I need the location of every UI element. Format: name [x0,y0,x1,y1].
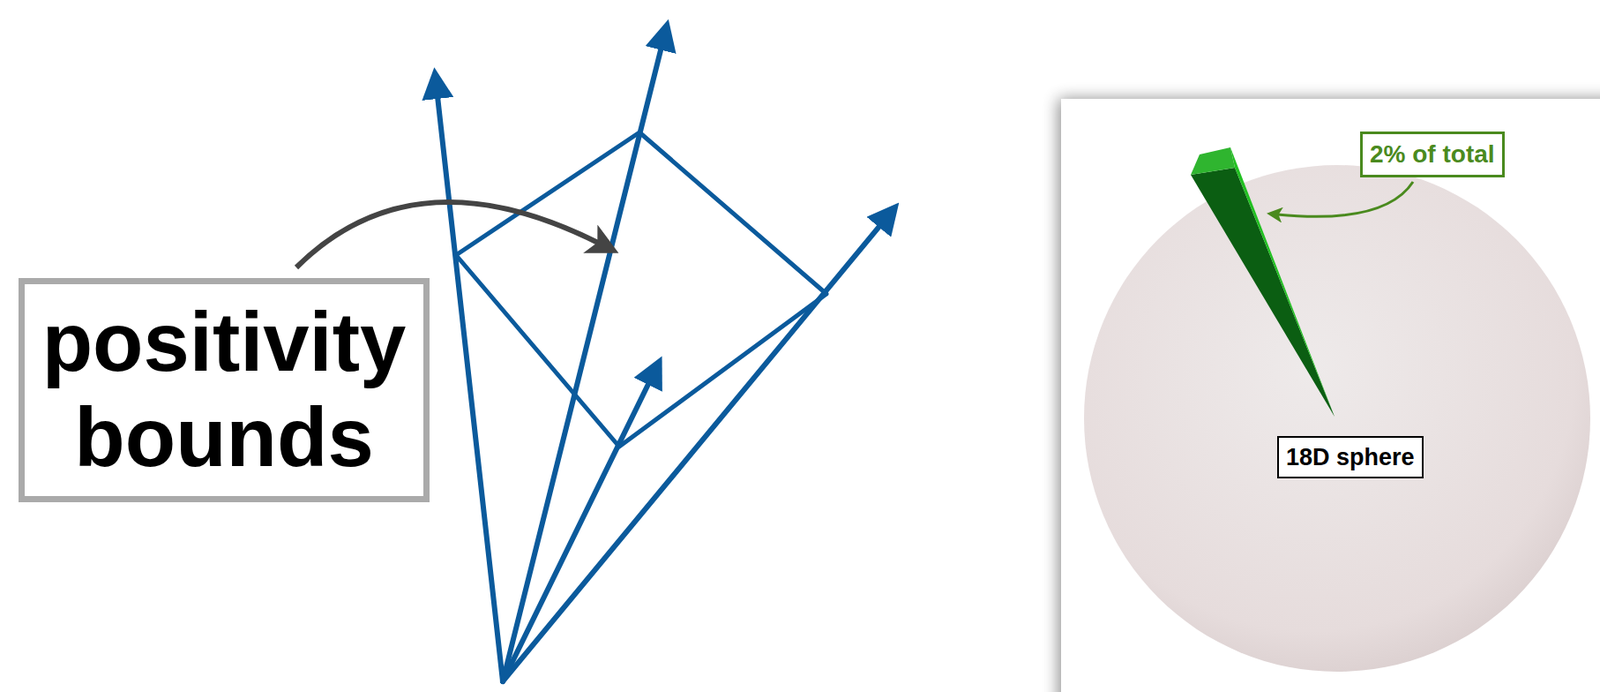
label-box: positivity bounds [18,277,430,502]
callout-box: 18D sphere [1277,435,1424,479]
green-spike [1190,147,1335,417]
box-text: positivity bounds [40,294,408,486]
panel [1061,98,1600,692]
cone-rays [436,39,886,681]
callout-box: 2% of total [1360,131,1505,178]
pointer-arrow [296,201,600,268]
box-text: 18D sphere [1285,442,1415,472]
box-text: 2% of total [1369,139,1496,170]
sphere [1084,164,1591,672]
leader-arrow [1277,181,1414,217]
